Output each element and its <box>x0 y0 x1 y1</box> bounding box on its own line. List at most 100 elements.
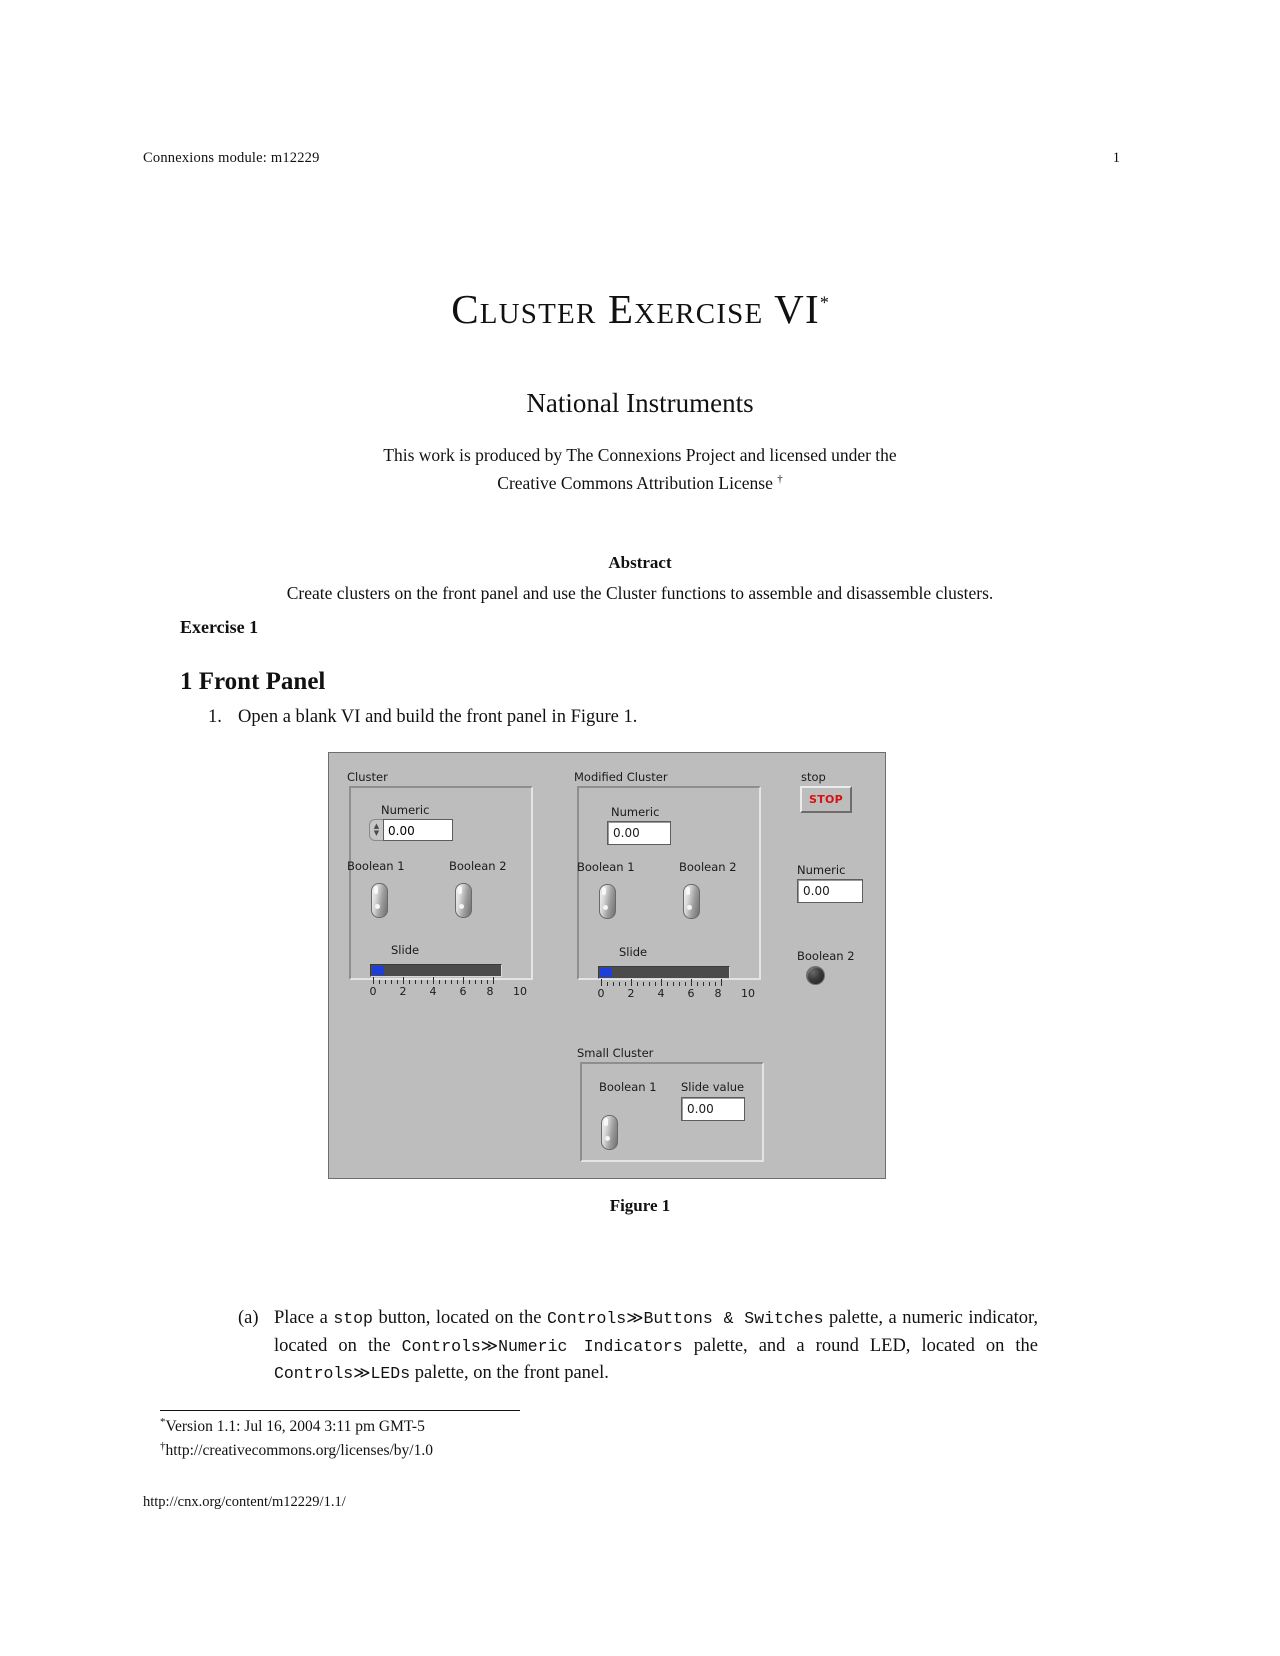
cluster-numeric-spinner[interactable]: ▲ ▼ <box>369 819 383 841</box>
spinner-down-icon[interactable]: ▼ <box>373 829 380 837</box>
switch-highlight <box>686 887 690 895</box>
cluster-boolean2-switch[interactable] <box>455 883 476 920</box>
item-a-part4: palette, and a round LED, located on the <box>682 1335 1039 1356</box>
tick-label: 6 <box>687 987 695 1000</box>
cluster-slide-track[interactable] <box>370 964 502 977</box>
switch-highlight <box>374 886 378 894</box>
small-cluster-label: Small Cluster <box>577 1046 654 1060</box>
cluster-numeric-control[interactable]: ▲ ▼ 0.00 <box>369 819 453 841</box>
modified-slide-label: Slide <box>619 945 648 959</box>
exercise-label: Exercise 1 <box>180 617 259 637</box>
modified-slide-thumb[interactable] <box>600 968 612 977</box>
modified-numeric-label: Numeric <box>611 805 660 819</box>
switch-highlight <box>602 887 606 895</box>
spinner-up-icon[interactable]: ▲ <box>373 822 380 830</box>
item-a-mono2: Controls≫Buttons & Switches <box>546 1309 824 1328</box>
cluster-boolean1-switch[interactable] <box>371 883 392 920</box>
footnote-2-text[interactable]: http://creativecommons.org/licenses/by/1… <box>165 1442 433 1460</box>
switch-dot <box>459 904 464 909</box>
item-a-part2: button, located on the <box>372 1308 547 1328</box>
item-a-mono3: Controls≫Numeric Indicators <box>401 1336 683 1356</box>
sub-list-item-label: (a) <box>238 1308 259 1328</box>
footnote-rule <box>160 1410 520 1411</box>
tick-label: 4 <box>657 987 665 1000</box>
right-numeric-label: Numeric <box>797 863 846 877</box>
section-number: 1 <box>180 668 193 695</box>
switch-highlight <box>604 1118 608 1126</box>
cluster-boolean2-label: Boolean 2 <box>449 859 507 873</box>
modified-boolean2-label: Boolean 2 <box>679 860 737 874</box>
modified-boolean1-label: Boolean 1 <box>577 860 635 874</box>
modified-slide-ticks <box>598 979 728 986</box>
stop-label: stop <box>801 770 826 784</box>
license-line-2: Creative Commons Attribution License <box>497 472 773 493</box>
round-led-indicator <box>806 966 825 985</box>
tick-label: 8 <box>486 985 494 998</box>
license-line-1: This work is produced by The Connexions … <box>383 445 897 465</box>
labview-front-panel: Cluster Numeric ▲ ▼ 0.00 Boolean 1 Boole… <box>328 752 886 1179</box>
title-footnote-marker: * <box>819 292 829 313</box>
footer-url[interactable]: http://cnx.org/content/m12229/1.1/ <box>143 1494 346 1510</box>
small-cluster-slide-value-label: Slide value <box>681 1080 745 1094</box>
right-numeric-indicator: 0.00 <box>797 879 863 903</box>
switch-dot <box>687 905 692 910</box>
cluster-slide-ticks <box>370 977 500 984</box>
switch-highlight <box>458 886 462 894</box>
stop-button[interactable]: STOP <box>800 786 852 813</box>
title-text: Cluster Exercise VI <box>451 286 820 332</box>
footnote-1-text: Version 1.1: Jul 16, 2004 3:11 pm GMT-5 <box>165 1418 425 1436</box>
tick-label: 10 <box>513 985 527 998</box>
modified-cluster-frame <box>577 786 761 980</box>
cluster-slide-thumb[interactable] <box>372 966 384 975</box>
item-a-mono4: Controls≫LEDs <box>274 1364 411 1383</box>
item-a-part3: palette, a numeric indicator, located on… <box>274 1308 1039 1356</box>
right-boolean2-label: Boolean 2 <box>797 949 855 963</box>
running-head: Connexions module: m12229 <box>143 150 320 166</box>
list-item-number: 1. <box>208 707 222 727</box>
footnote-1: *Version 1.1: Jul 16, 2004 3:11 pm GMT-5 <box>160 1416 425 1436</box>
tick-label: 6 <box>459 985 467 998</box>
footnote-2: †http://creativecommons.org/licenses/by/… <box>160 1440 433 1460</box>
abstract-body: Create clusters on the front panel and u… <box>286 583 994 603</box>
figure-1: Cluster Numeric ▲ ▼ 0.00 Boolean 1 Boole… <box>328 752 886 1179</box>
author-name: National Instruments <box>526 388 754 418</box>
cluster-numeric-value[interactable]: 0.00 <box>383 819 453 841</box>
tick-label: 0 <box>369 985 377 998</box>
item-a-part1: Place a <box>274 1308 334 1328</box>
modified-boolean1-switch[interactable] <box>599 884 620 921</box>
cluster-label: Cluster <box>347 770 388 784</box>
license-footnote-marker: † <box>777 473 783 485</box>
small-cluster-slide-value: 0.00 <box>681 1097 745 1121</box>
page-number: 1 <box>1112 150 1120 166</box>
tick-label: 10 <box>741 987 755 1000</box>
item-a-mono1: stop <box>333 1309 373 1328</box>
section-title: Front Panel <box>198 668 326 695</box>
modified-cluster-label: Modified Cluster <box>574 770 668 784</box>
page-title: Cluster Exercise VI* <box>0 285 1280 333</box>
tick-label: 2 <box>627 987 635 1000</box>
small-cluster-boolean1-label: Boolean 1 <box>599 1080 657 1094</box>
item-a-part5: palette, on the front panel. <box>410 1363 609 1383</box>
cluster-slide-label: Slide <box>391 943 420 957</box>
figure-caption: Figure 1 <box>609 1196 671 1215</box>
sub-list-item-text: Place a stop button, located on the Cont… <box>274 1305 1038 1388</box>
footnote-1-marker: * <box>160 1416 166 1428</box>
modified-numeric-indicator: 0.00 <box>607 821 671 845</box>
modified-slide-track[interactable] <box>598 966 730 979</box>
tick-label: 4 <box>429 985 437 998</box>
abstract-heading: Abstract <box>608 553 672 572</box>
list-item-text: Open a blank VI and build the front pane… <box>238 707 638 727</box>
switch-dot <box>375 904 380 909</box>
switch-dot <box>605 1136 610 1141</box>
small-cluster-boolean1-switch[interactable] <box>601 1115 622 1152</box>
license-statement: This work is produced by The Connexions … <box>0 443 1280 495</box>
tick-label: 8 <box>714 987 722 1000</box>
tick-label: 0 <box>597 987 605 1000</box>
modified-boolean2-switch[interactable] <box>683 884 704 921</box>
cluster-numeric-label: Numeric <box>381 803 430 817</box>
sub-list-item-a: (a) Place a stop button, located on the … <box>238 1305 1038 1388</box>
footnote-2-marker: † <box>160 1440 166 1452</box>
list-item: 1. Open a blank VI and build the front pa… <box>208 707 637 728</box>
section-heading: 1 Front Panel <box>180 668 325 696</box>
